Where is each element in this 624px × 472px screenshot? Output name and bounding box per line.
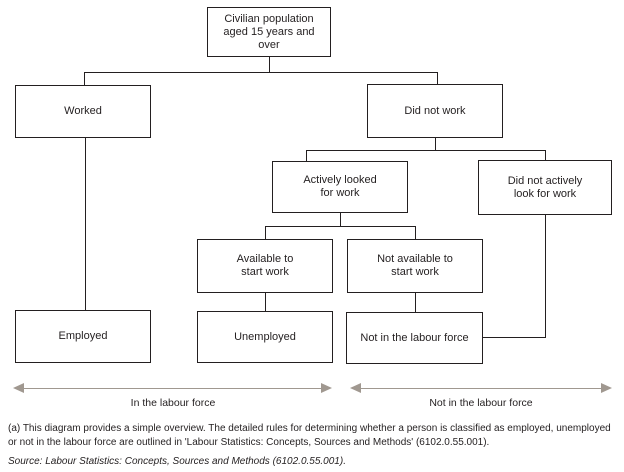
connector-line [435,138,436,151]
arrow-left-head-icon [13,383,24,393]
node-not-available-to-start-work: Not available to start work [347,239,483,293]
connector-line [415,226,416,239]
node-worked: Worked [15,85,151,138]
connector-line [483,337,546,338]
node-did-not-actively-look: Did not actively look for work [478,160,612,215]
node-actively-looked-for-work: Actively looked for work [272,161,408,213]
connector-line [85,138,86,310]
connector-line [437,72,438,84]
connector-line [415,293,416,312]
node-employed: Employed [15,310,151,363]
source-text: Source: Labour Statistics: Concepts, Sou… [8,456,346,467]
node-unemployed: Unemployed [197,311,333,363]
connector-line [84,72,85,85]
not-in-labour-force-arrow [361,388,601,389]
in-labour-force-label: In the labour force [130,397,216,409]
not-in-labour-force-label: Not in the labour force [429,397,533,409]
node-did-not-work: Did not work [367,84,503,138]
connector-line [269,57,270,73]
connector-line [306,150,546,151]
in-labour-force-arrow [24,388,321,389]
node-available-to-start-work: Available to start work [197,239,333,293]
connector-line [265,293,266,311]
footnote-text: (a) This diagram provides a simple overv… [8,423,611,448]
connector-line [545,150,546,160]
connector-line [545,215,546,338]
arrow-left-head-icon [350,383,361,393]
connector-line [84,72,438,73]
node-not-in-the-labour-force: Not in the labour force [346,312,483,364]
connector-line [265,226,416,227]
connector-line [306,150,307,161]
arrow-right-head-icon [321,383,332,393]
connector-line [340,213,341,227]
connector-line [265,226,266,239]
node-civilian-population: Civilian population aged 15 years and ov… [207,7,331,57]
arrow-right-head-icon [601,383,612,393]
